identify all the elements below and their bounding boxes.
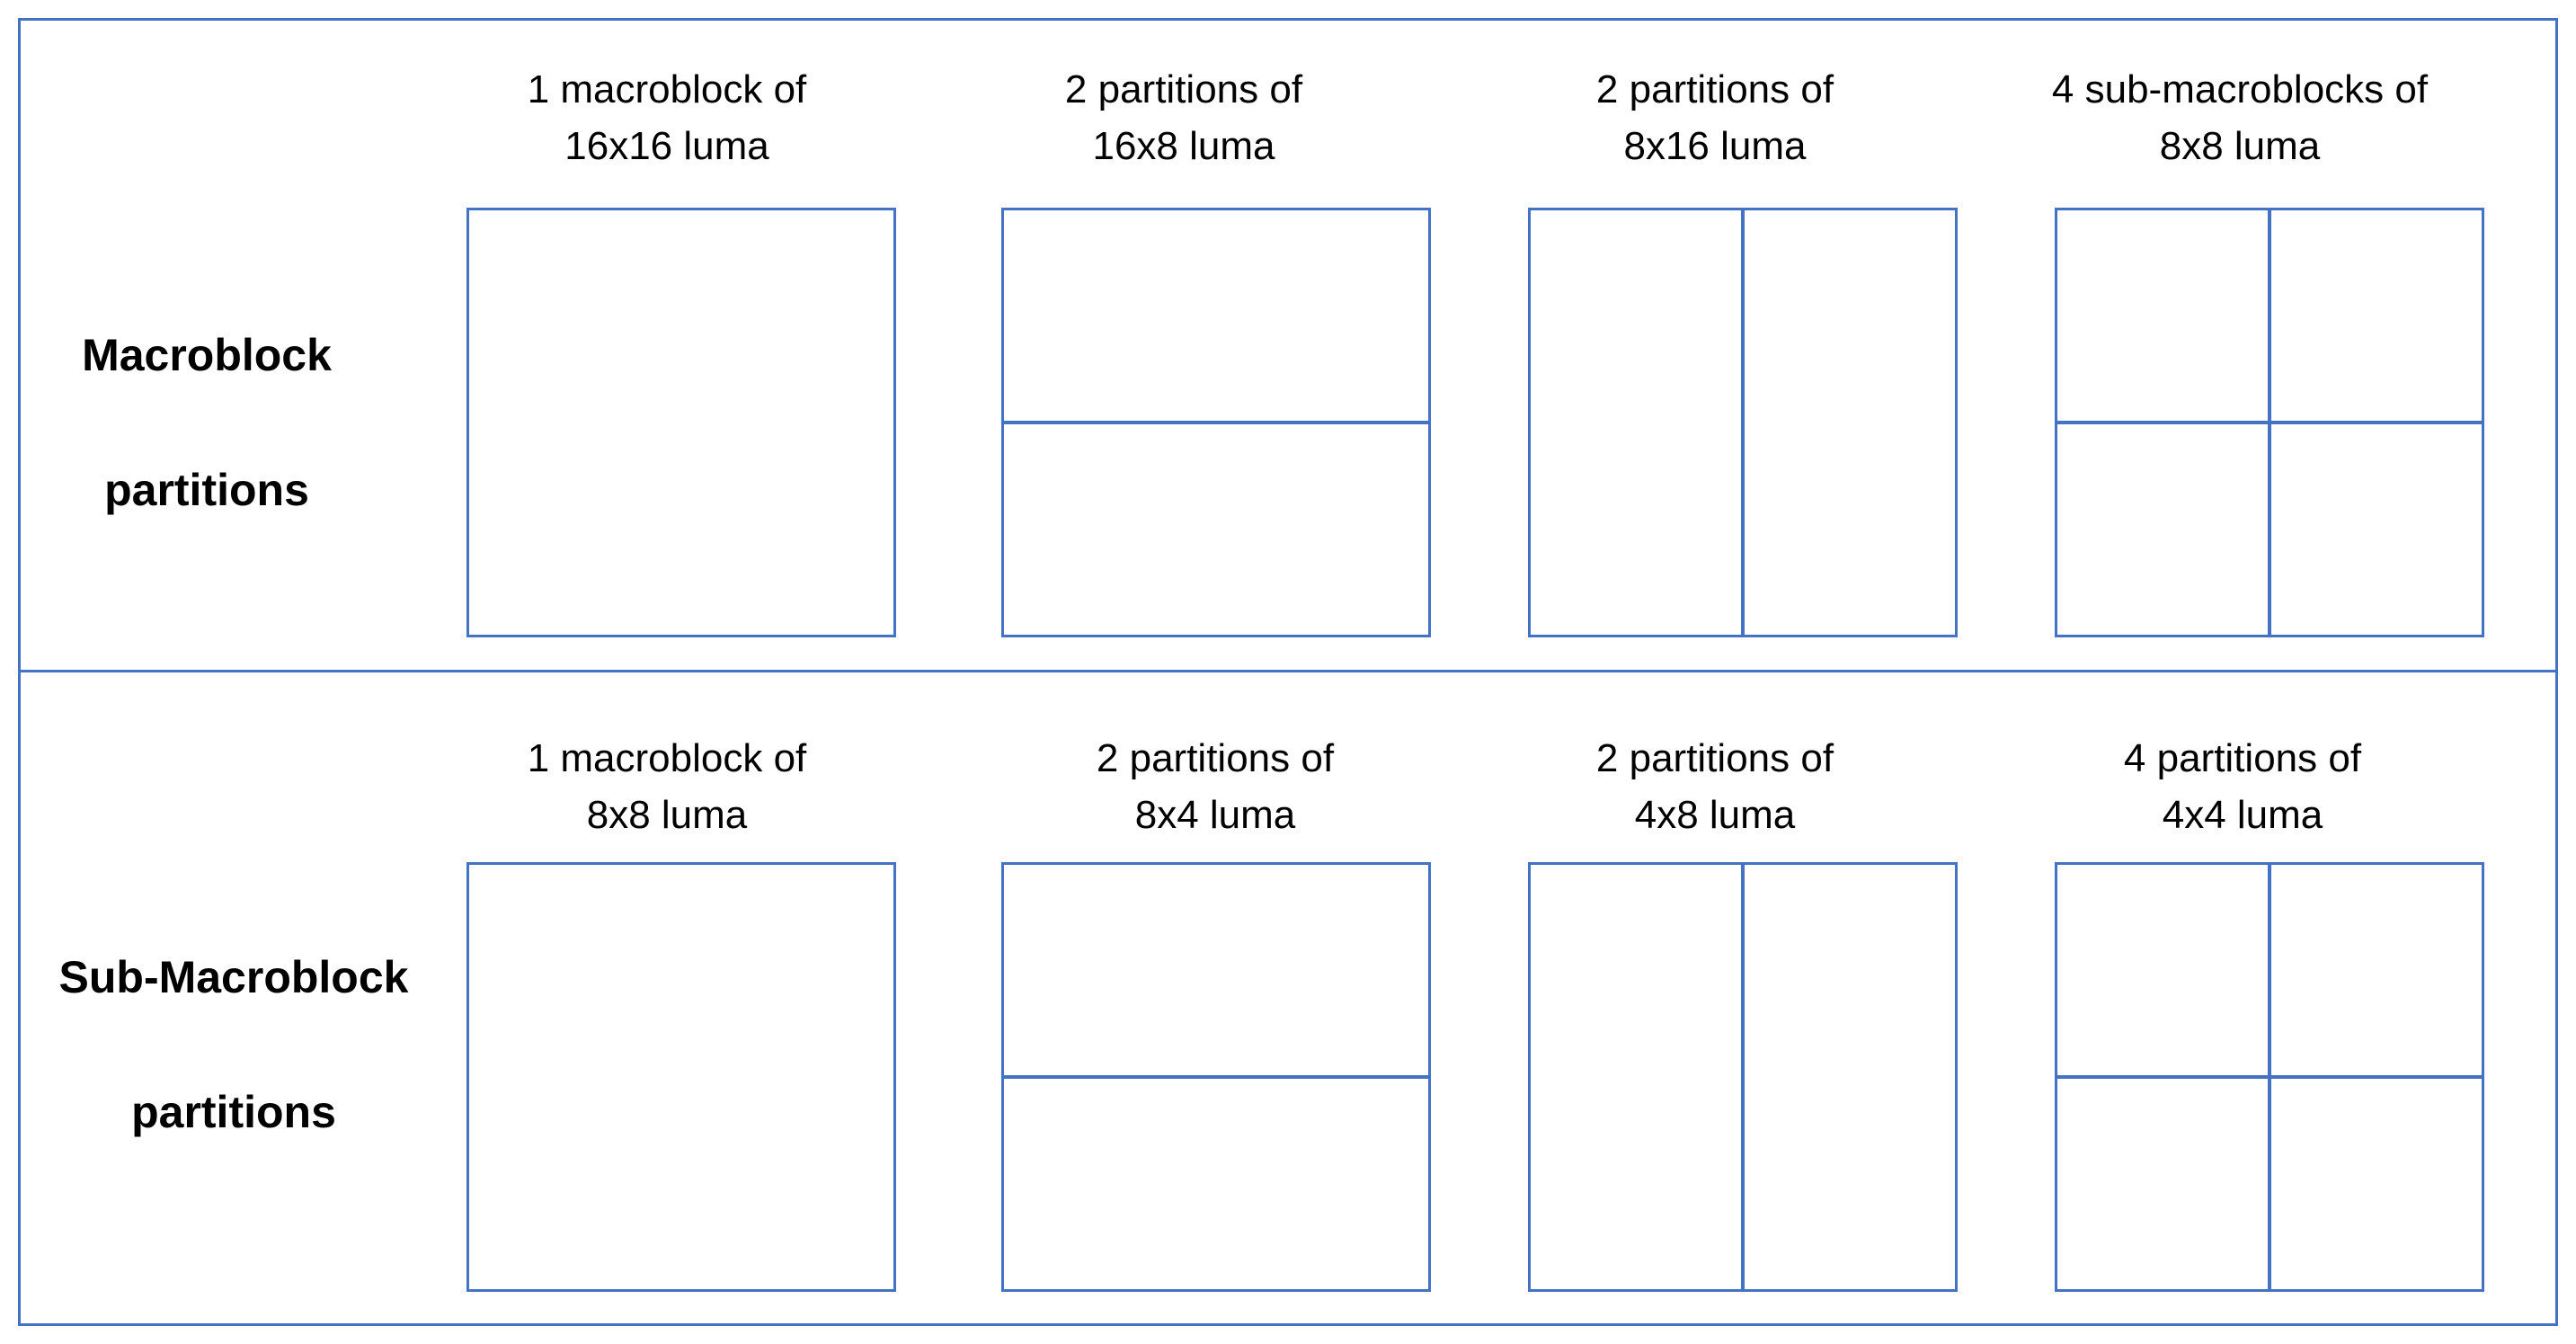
row-label-sub-macroblock: Sub-Macroblock partitions [27,910,440,1179]
partition-block-8x16 [1528,208,1958,637]
caption-line: 2 partitions of [1595,736,1834,780]
caption-line: 4x8 luma [1634,793,1796,837]
row-label-line: partitions [104,465,309,515]
cell-caption: 2 partitions of 8x4 luma [964,730,1467,843]
cell-caption: 4 partitions of 4x4 luma [1991,730,2494,843]
partition-block-4x4-quad [2055,862,2484,1292]
row-label-line: Sub-Macroblock [58,952,409,1002]
cell-caption: 2 partitions of 4x8 luma [1463,730,1967,843]
cell-caption: 1 macroblock of 16x16 luma [415,61,919,174]
partition-block-8x8-quad [2055,208,2484,637]
partition-block-8x8 [466,862,896,1292]
caption-line: 4x4 luma [2162,793,2323,837]
cell-caption: 2 partitions of 8x16 luma [1463,61,1967,174]
horizontal-split-line [1004,1075,1428,1079]
caption-line: 4 sub-macroblocks of [2051,67,2429,111]
caption-line: 1 macroblock of [527,67,807,111]
caption-line: 8x8 luma [2159,124,2321,168]
caption-line: 16x16 luma [564,124,769,168]
vertical-split-line [2268,210,2271,635]
caption-line: 4 partitions of [2123,736,2362,780]
cell-caption: 4 sub-macroblocks of 8x8 luma [1988,61,2492,174]
caption-line: 16x8 luma [1092,124,1275,168]
caption-line: 8x16 luma [1623,124,1807,168]
caption-line: 2 partitions of [1595,67,1834,111]
cell-caption: 2 partitions of 16x8 luma [932,61,1435,174]
cell-caption: 1 macroblock of 8x8 luma [415,730,919,843]
horizontal-split-line [1004,421,1428,424]
partition-block-16x16 [466,208,896,637]
row-label-line: Macroblock [82,330,332,380]
caption-line: 8x8 luma [586,793,748,837]
caption-line: 8x4 luma [1134,793,1296,837]
caption-line: 2 partitions of [1096,736,1335,780]
vertical-split-line [2268,865,2271,1289]
vertical-split-line [1741,865,1745,1289]
caption-line: 1 macroblock of [527,736,807,780]
partition-block-16x8 [1001,208,1431,637]
row-divider [18,670,2558,672]
row-label-macroblock: Macroblock partitions [0,288,413,557]
row-label-line: partitions [131,1087,336,1137]
caption-line: 2 partitions of [1064,67,1303,111]
vertical-split-line [1741,210,1745,635]
partition-block-4x8 [1528,862,1958,1292]
partition-block-8x4 [1001,862,1431,1292]
